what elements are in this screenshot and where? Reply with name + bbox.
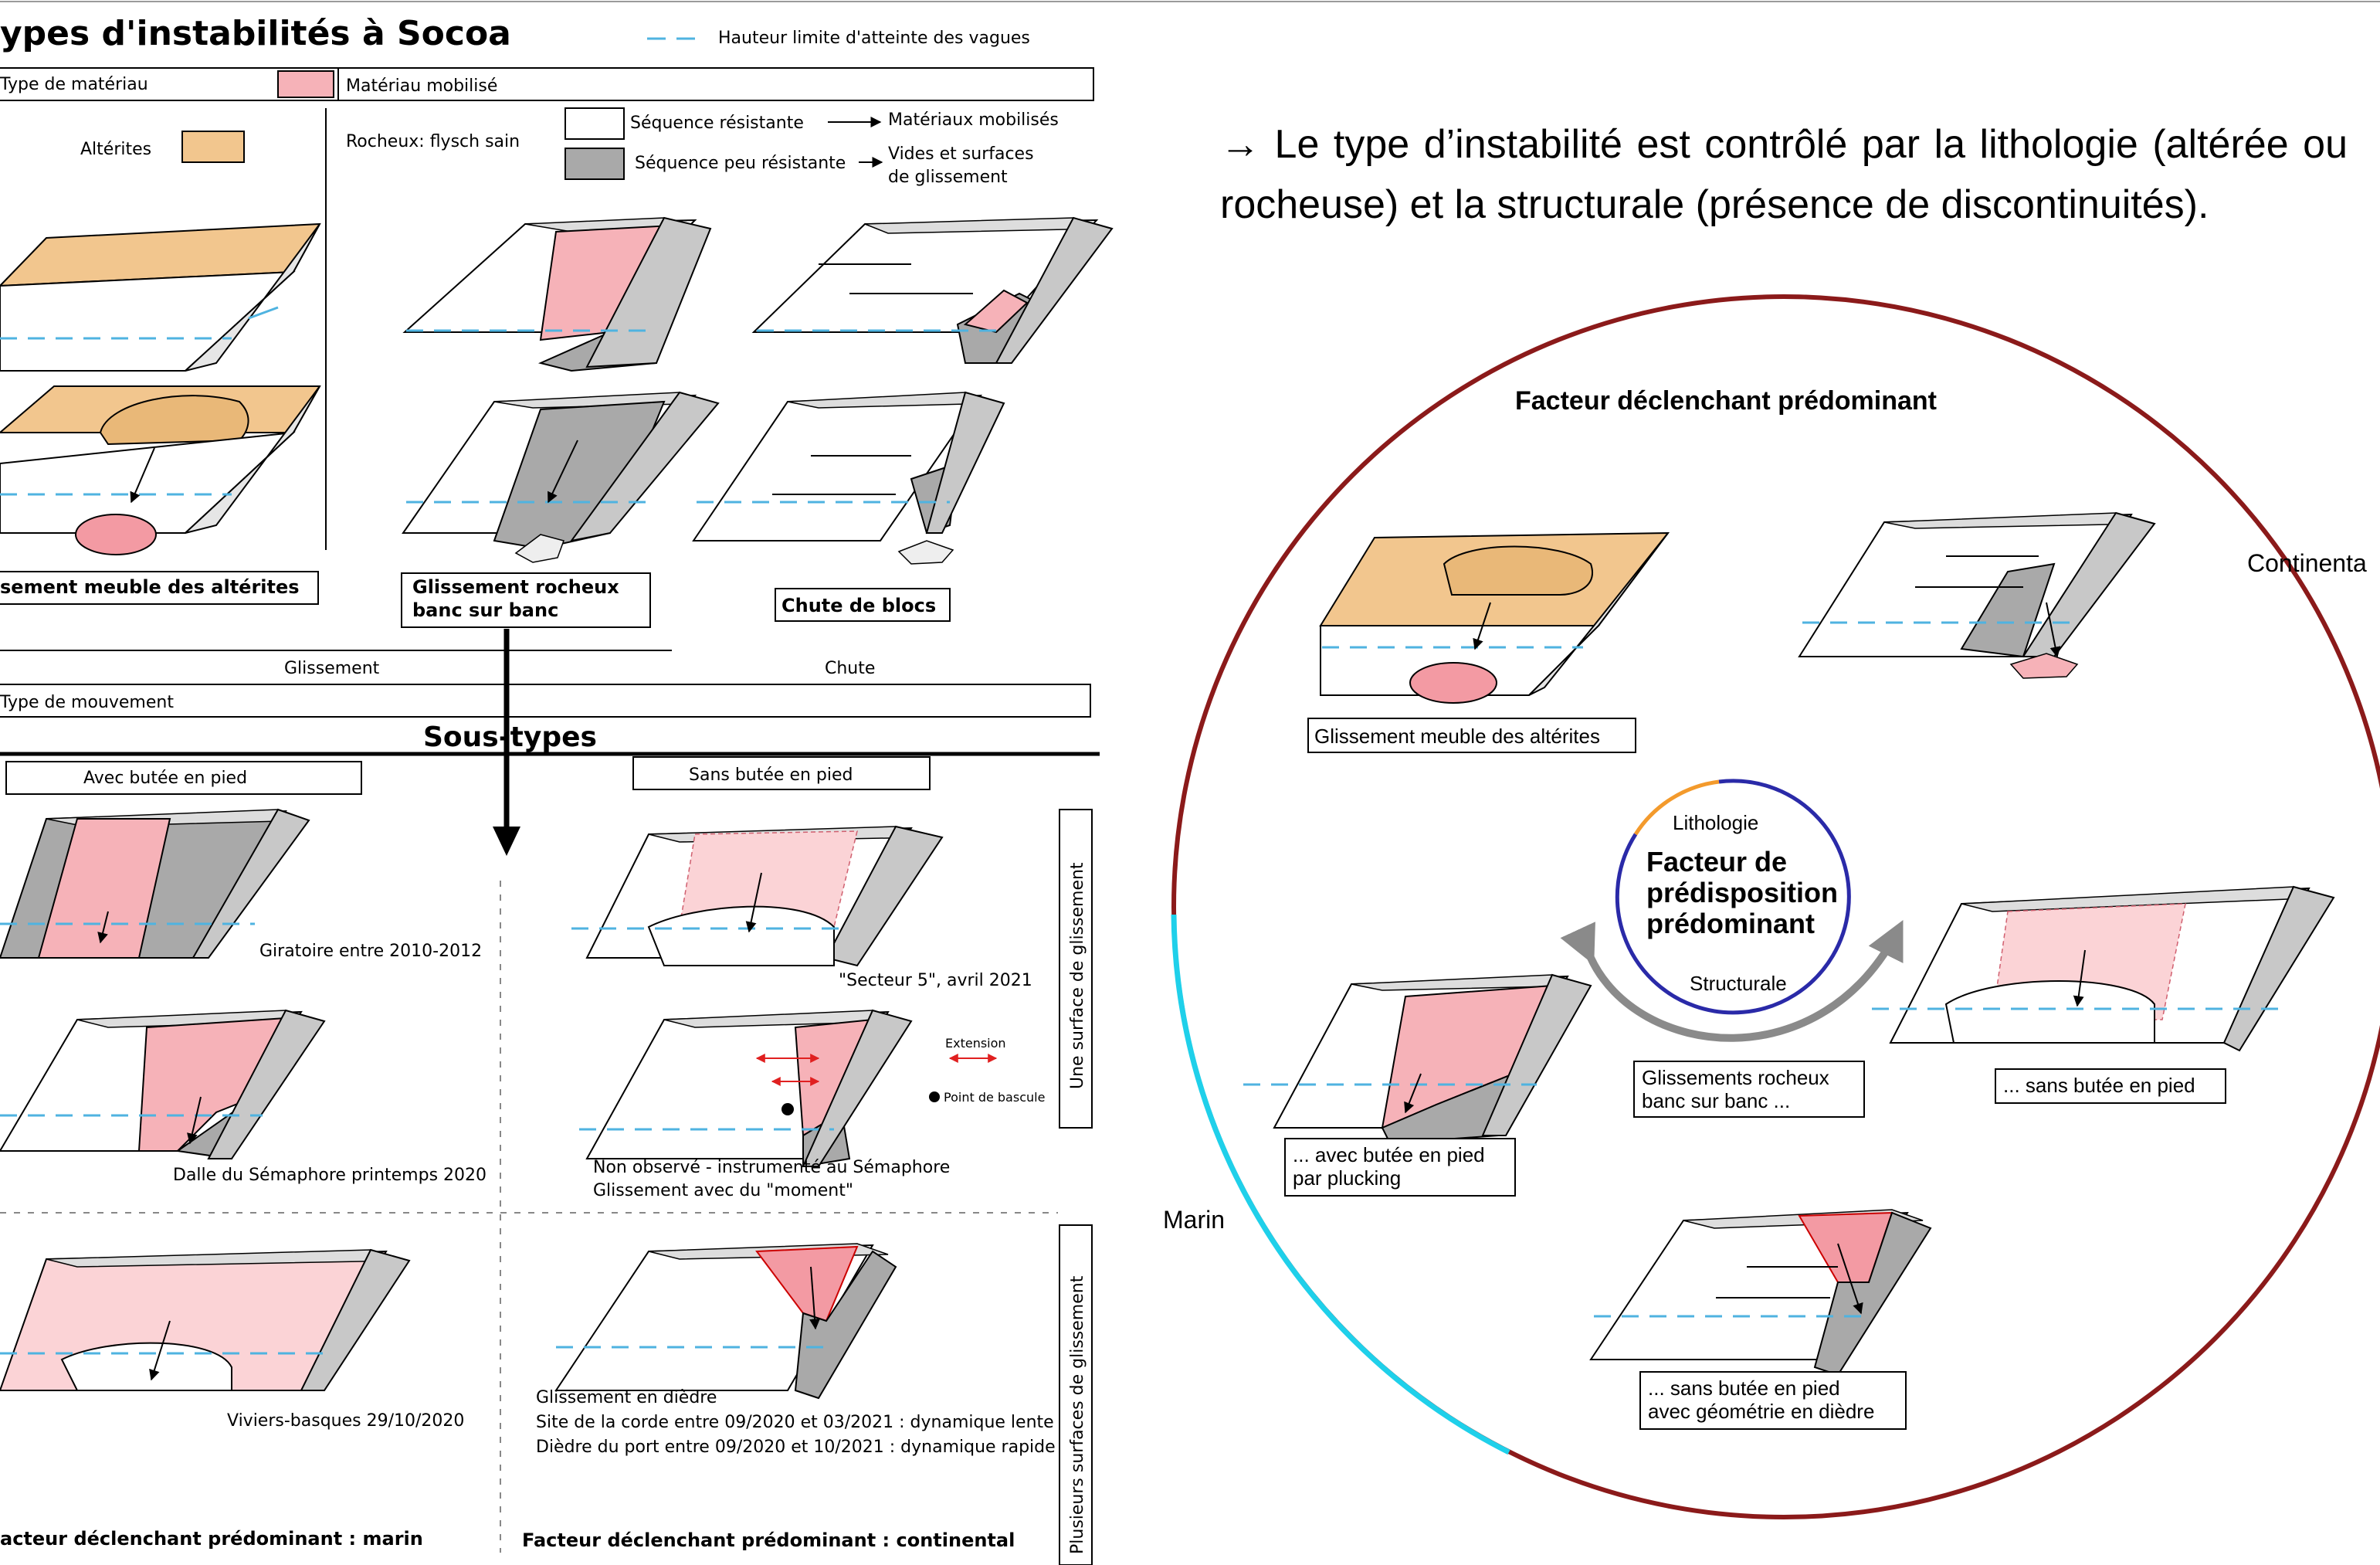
- cycle-arrow: [1560, 920, 1904, 1042]
- left-panel: ypes d'instabilités à Socoa Hauteur limi…: [0, 14, 1114, 1565]
- subtypes-label: Sous-types: [423, 721, 597, 753]
- block-giratoire: [0, 808, 310, 959]
- box-rocheux-right-1: Glissements rocheux: [1642, 1066, 1829, 1089]
- diag-meuble: [1319, 531, 1670, 704]
- block-nonobserve: [579, 1009, 913, 1168]
- center-label-3: prédominant: [1646, 908, 1815, 939]
- cap-diedre-3: Dièdre du port entre 09/2020 et 10/2021 …: [536, 1438, 1056, 1457]
- cap-nonobs-2: Glissement avec du "moment": [593, 1181, 853, 1200]
- left-title: ypes d'instabilités à Socoa: [0, 14, 511, 53]
- diag-avec-butee: [1243, 973, 1592, 1145]
- material-type-label: Type de matériau: [0, 75, 148, 94]
- footer-continental: Facteur déclenchant prédominant : contin…: [522, 1529, 1015, 1551]
- box-avec-2: par plucking: [1293, 1166, 1401, 1190]
- block-secteur5: [571, 825, 944, 967]
- waves-legend-label: Hauteur limite d'atteinte des vagues: [718, 29, 1030, 48]
- box-sans-label: ... sans butée en pied: [2003, 1074, 2195, 1097]
- mobilized-arrow-label: Matériaux mobilisés: [888, 110, 1059, 130]
- box-avec-butee: [1284, 1138, 1516, 1197]
- voids-label-1: Vides et surfaces: [888, 144, 1034, 164]
- box-rocheux: [401, 572, 651, 628]
- cap-viviers: Viviers-basques 29/10/2020: [227, 1411, 464, 1431]
- avec-butee-label: Avec butée en pied: [83, 769, 247, 788]
- circle-title: Facteur déclenchant prédominant: [1515, 386, 1937, 416]
- block-rocheux-top: [402, 216, 712, 372]
- weak-swatch: [564, 148, 625, 180]
- lithologie-label: Lithologie: [1673, 811, 1758, 834]
- block-dalle: [0, 1009, 326, 1160]
- box-rocheux-right-2: banc sur banc ...: [1642, 1089, 1790, 1112]
- box-meuble-right-label: Glissement meuble des altérites: [1314, 725, 1600, 748]
- box-diedre-2: avec géométrie en dièdre: [1648, 1400, 1874, 1423]
- cap-dalle: Dalle du Sémaphore printemps 2020: [173, 1166, 487, 1185]
- box-chute: [775, 588, 951, 622]
- sans-butee-label: Sans butée en pied: [689, 766, 853, 785]
- cap-diedre-1: Glissement en dièdre: [536, 1388, 717, 1407]
- box-meuble-label: sement meuble des altérites: [0, 576, 300, 598]
- voids-label-2: de glissement: [888, 168, 1008, 187]
- box-rocheux-label-1: Glissement rocheux: [412, 576, 619, 598]
- center-label-1: Facteur de: [1646, 846, 1787, 878]
- box-meuble: [0, 571, 319, 605]
- weak-label: Séquence peu résistante: [635, 154, 846, 173]
- cap-extension: Extension: [945, 1036, 1006, 1051]
- footer-marin: acteur déclenchant prédominant : marin: [0, 1528, 423, 1550]
- movement-type-bar: [0, 684, 1091, 718]
- right-panel: Facteur déclenchant prédominant Continen…: [1163, 294, 2380, 1519]
- alterites-label: Altérites: [80, 140, 151, 159]
- box-meuble-right: [1307, 718, 1636, 753]
- rocky-label: Rocheux: flysch sain: [346, 132, 520, 151]
- block-chute-top: [751, 216, 1114, 364]
- cap-secteur: "Secteur 5", avril 2021: [839, 971, 1032, 990]
- outer-ring-marin: [1171, 914, 1510, 1455]
- box-diedre-1: ... sans butée en pied: [1648, 1377, 1840, 1400]
- box-rocheux-label-2: banc sur banc: [412, 599, 558, 621]
- vert-multi-label: Plusieurs surfaces de glissement: [1068, 1275, 1087, 1554]
- chute-label: Chute: [825, 659, 875, 678]
- inner-ring-orange: [1633, 779, 1720, 836]
- cap-diedre-2: Site de la corde entre 09/2020 et 03/202…: [536, 1413, 1054, 1432]
- resistant-label: Séquence résistante: [630, 114, 804, 133]
- marin-label: Marin: [1163, 1206, 1225, 1234]
- box-diedre: [1639, 1371, 1907, 1430]
- vert-one-box: [1059, 809, 1093, 1129]
- diag-chute: [1798, 511, 2156, 679]
- intro-text: → Le type d’instabilité est contrôlé par…: [1220, 122, 2348, 227]
- vert-multi-box: [1059, 1224, 1093, 1565]
- box-chute-label: Chute de blocs: [781, 595, 936, 616]
- vert-one-label: Une surface de glissement: [1068, 862, 1087, 1089]
- resistant-swatch: [564, 107, 625, 140]
- movement-type-label: Type de mouvement: [0, 693, 174, 712]
- cap-nonobs-1: Non observé - instrumenté au Sémaphore: [593, 1158, 950, 1177]
- block-viviers: [0, 1248, 411, 1391]
- block-diedre: [554, 1243, 897, 1400]
- avec-butee-box: [5, 761, 362, 795]
- block-alterites-intact: [0, 222, 321, 372]
- outer-ring-continental: [1171, 294, 2380, 1519]
- material-type-bar: [0, 67, 1094, 101]
- mobilized-swatch: [277, 70, 334, 98]
- glissement-label: Glissement: [284, 659, 380, 678]
- mobilized-label: Matériau mobilisé: [346, 76, 497, 96]
- diag-sans-butee: [1872, 885, 2335, 1052]
- waves-legend: Hauteur limite d'atteinte des vagues: [647, 29, 1030, 48]
- box-avec-1: ... avec butée en pied: [1293, 1143, 1485, 1166]
- sans-butee-box: [632, 756, 931, 790]
- continental-label: Continenta: [2247, 549, 2367, 577]
- structurale-label: Structurale: [1690, 972, 1787, 995]
- box-sans-butee: [1995, 1068, 2226, 1104]
- diag-diedre: [1589, 1209, 1932, 1377]
- block-alterites-slide: [0, 385, 321, 555]
- cap-giratoire: Giratoire entre 2010-2012: [259, 942, 482, 961]
- alterites-swatch: [181, 131, 245, 163]
- cap-bascule: Point de bascule: [944, 1090, 1045, 1105]
- block-rocheux-slide: [402, 391, 720, 563]
- center-label-2: prédisposition: [1646, 877, 1838, 908]
- box-rocheux-right: [1633, 1061, 1865, 1118]
- block-chute-slide: [692, 391, 1005, 565]
